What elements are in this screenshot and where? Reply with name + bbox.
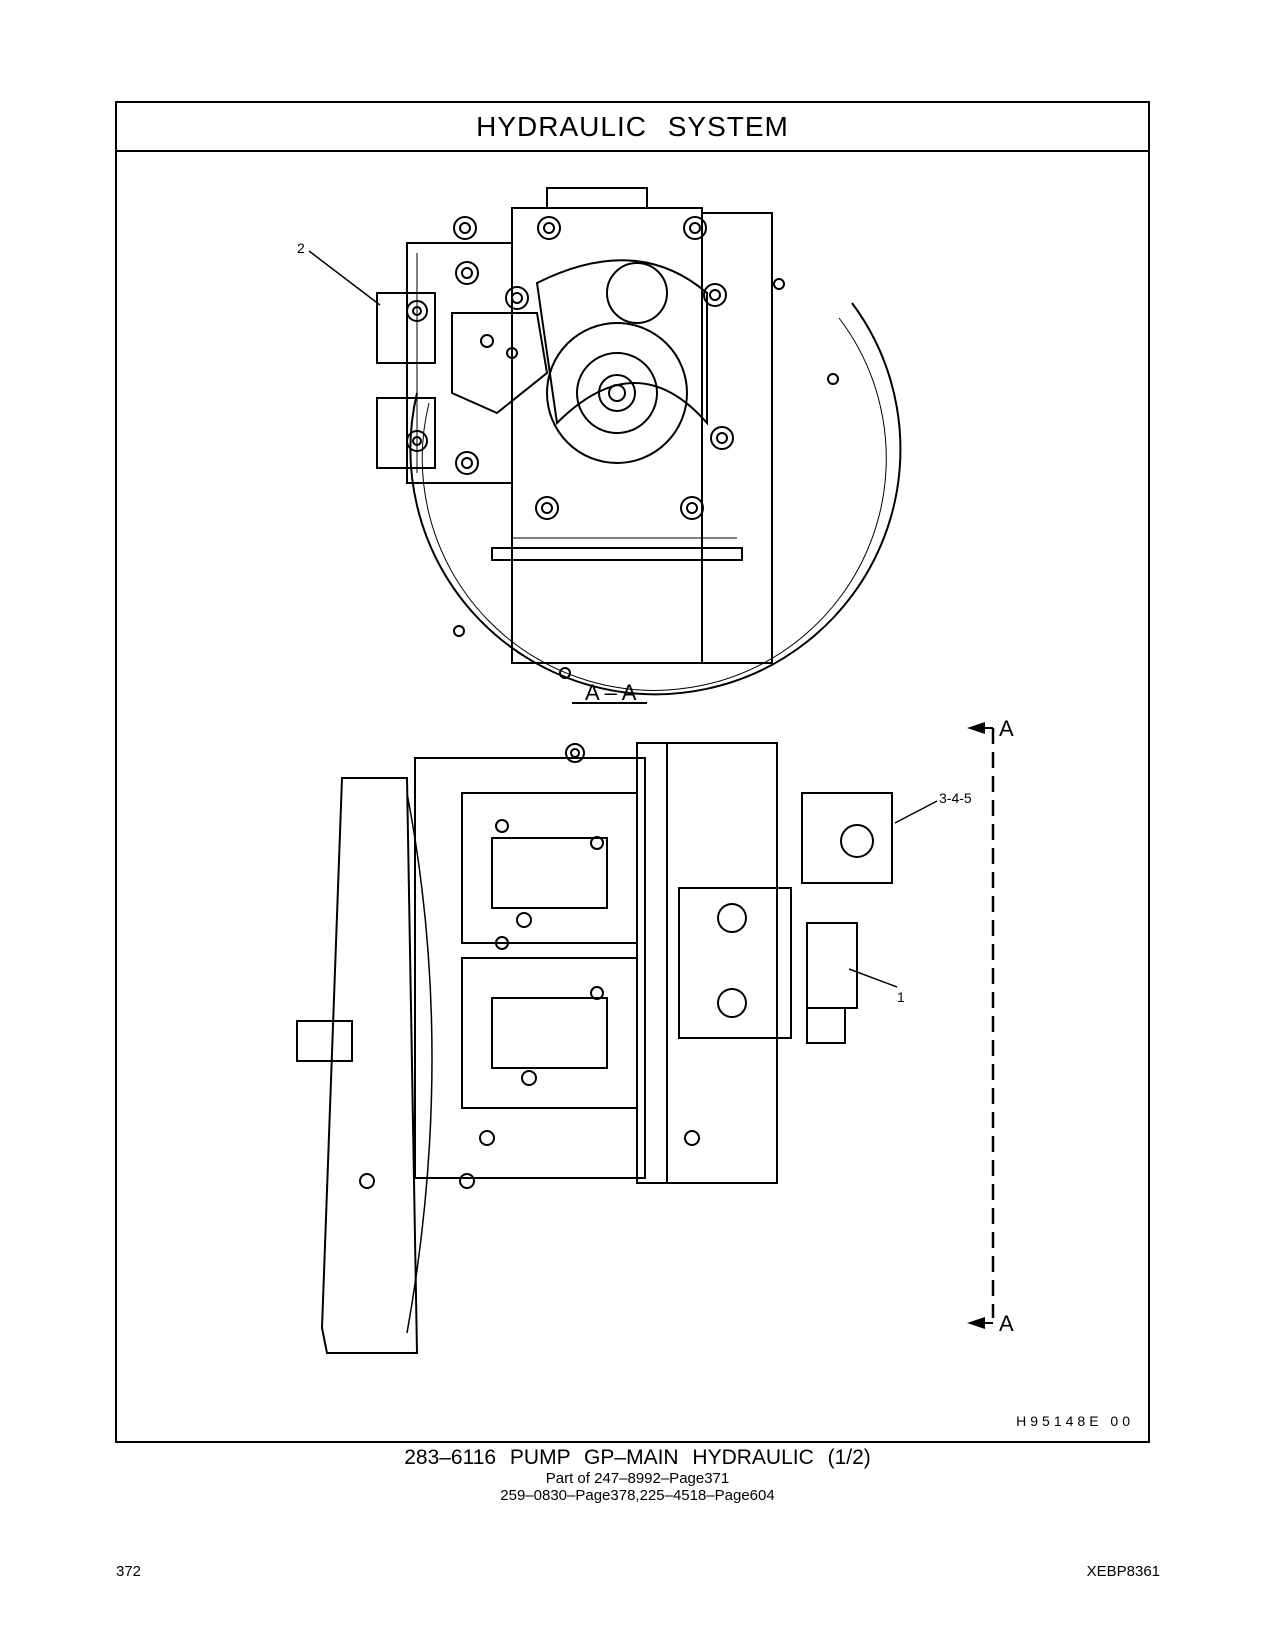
callout-2: 2 [297, 240, 305, 256]
section-marker-bottom: A [999, 1311, 1014, 1336]
section-title-bar: HYDRAULIC SYSTEM [117, 103, 1148, 152]
callout-1: 1 [897, 989, 905, 1005]
callout-3-4-5: 3-4-5 [939, 790, 972, 806]
page-number: 372 [116, 1563, 142, 1580]
figure-id: H95148E 00 [1016, 1413, 1134, 1429]
section-marker-top: A [999, 716, 1014, 741]
section-title: HYDRAULIC SYSTEM [476, 110, 789, 142]
caption-reference-1: Part of 247–8992–Page371 [545, 1470, 730, 1487]
caption-main: 283–6116 PUMP GP–MAIN HYDRAULIC (1/2) [404, 1446, 871, 1469]
caption-reference-2: 259–0830–Page378,225–4518–Page604 [500, 1487, 775, 1504]
pump-drawing: 2 3-4-5 1 A – A A A [296, 187, 1014, 1354]
document-code: XEBP8361 [1086, 1563, 1160, 1580]
top-view-pump [376, 187, 902, 696]
section-view-label: A – A [585, 680, 637, 705]
illustration-frame: HYDRAULIC SYSTEM [115, 101, 1150, 1443]
side-view-pump [296, 742, 938, 1354]
